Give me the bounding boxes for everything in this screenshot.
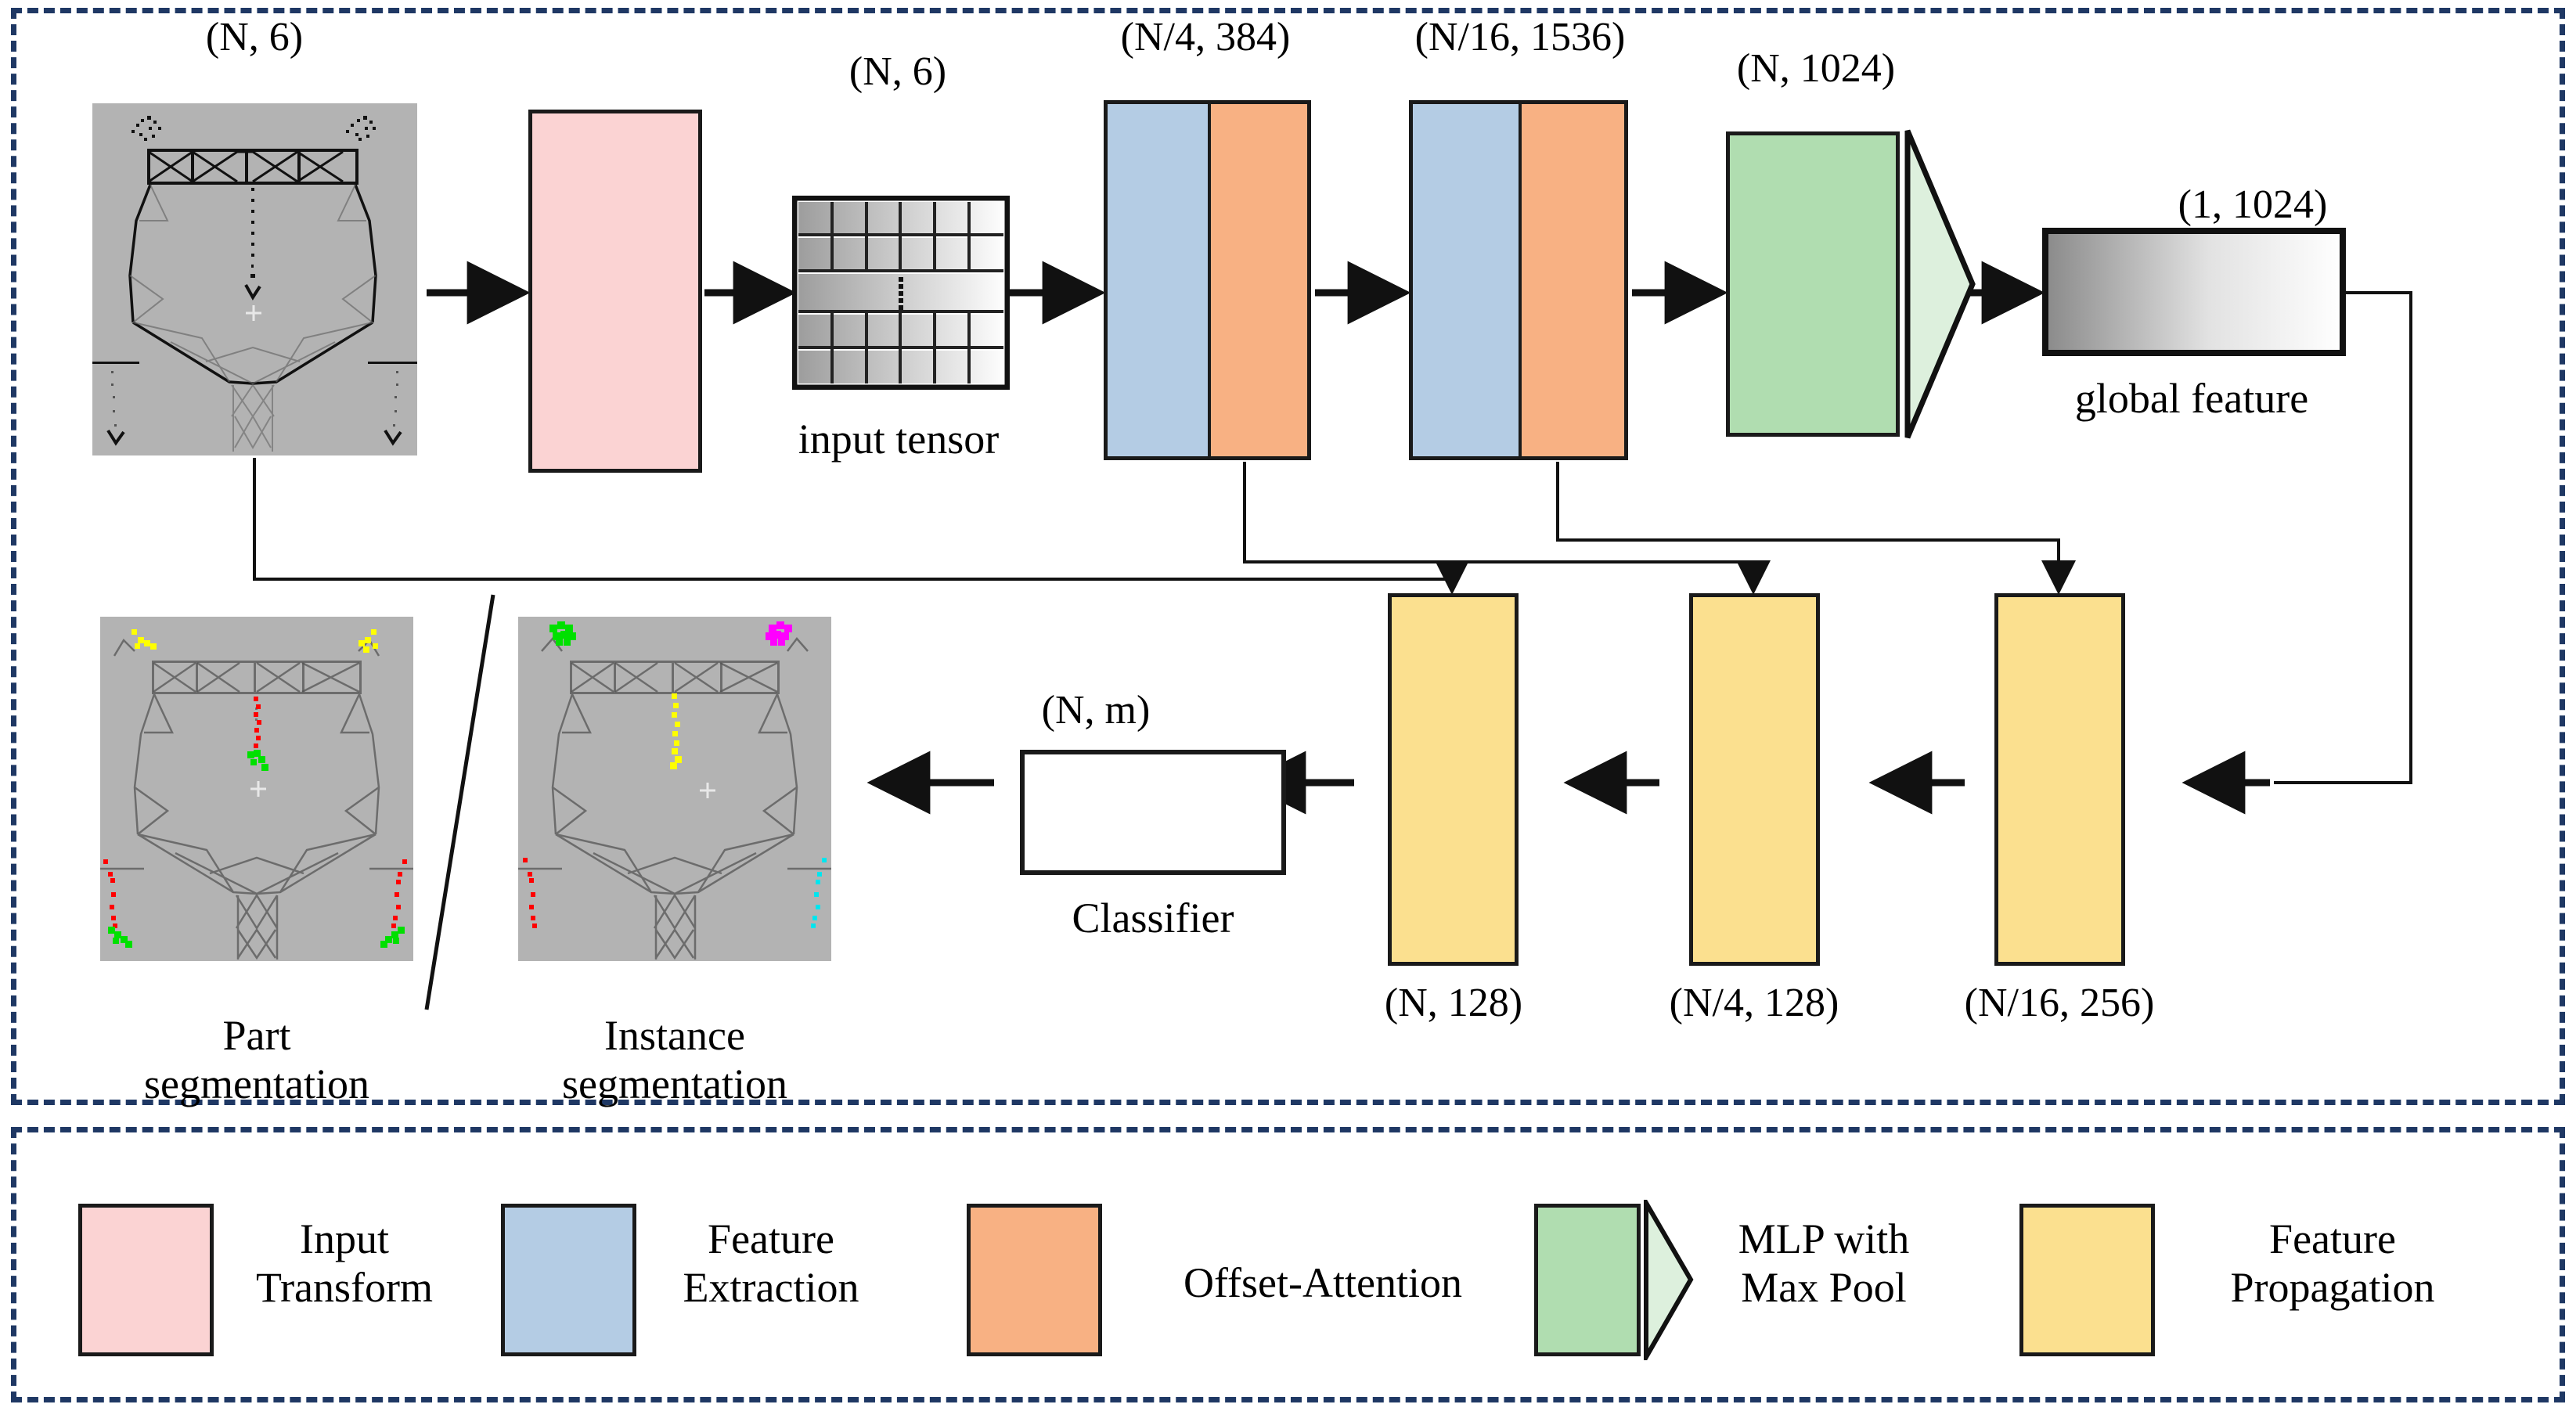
fp2-block[interactable]: [1689, 593, 1820, 966]
vertical-ellipsis-icon: [899, 277, 903, 310]
input-point-cloud: [92, 103, 417, 455]
legend-fp-line2: Propagation: [2230, 1264, 2435, 1312]
classifier-block[interactable]: [1020, 750, 1286, 875]
input-transform-block[interactable]: [528, 110, 702, 473]
mlp-block[interactable]: [1726, 131, 1900, 437]
input-tensor-caption: input tensor: [798, 416, 1000, 463]
classifier-caption: Classifier: [1072, 895, 1234, 942]
main-architecture-frame: [11, 8, 2565, 1105]
legend-swatch-input-transform: [78, 1204, 214, 1356]
legend-input-transform-line2: Transform: [255, 1264, 434, 1312]
classifier-shape-label: (N, m): [1041, 688, 1151, 733]
input-tensor-shape-label: (N, 6): [848, 49, 947, 94]
instance-seg-line1: Instance: [604, 1012, 745, 1059]
part-color-yellow: [132, 629, 378, 653]
legend-offset-attention-line1: Offset-Attention: [1184, 1259, 1462, 1306]
fp3-block[interactable]: [1994, 593, 2125, 966]
global-feature-caption: global feature: [2074, 375, 2309, 422]
sa1-block[interactable]: [1104, 100, 1311, 460]
sa1-offset-attention[interactable]: [1207, 104, 1307, 456]
fp1-shape-label: (N, 128): [1384, 981, 1523, 1025]
legend-label-mlp-maxpool: MLP with Max Pool: [1738, 1215, 1910, 1312]
fp3-shape-label: (N/16, 256): [1964, 981, 2155, 1025]
instance-color-magenta: [766, 621, 792, 646]
legend-feature-extraction-line1: Feature: [708, 1215, 834, 1262]
instance-seg-line2: segmentation: [562, 1060, 787, 1108]
part-color-green: [108, 750, 405, 948]
legend-max-pool-triangle-icon: [1644, 1200, 1694, 1360]
legend-label-offset-attention: Offset-Attention: [1184, 1258, 1462, 1307]
legend-swatch-mlp-maxpool: [1534, 1204, 1641, 1356]
part-seg-line1: Part: [222, 1012, 291, 1059]
instance-color-yellow: [670, 693, 682, 769]
instance-color-cyan: [811, 858, 827, 928]
sa1-shape-label: (N/4, 384): [1120, 15, 1291, 59]
legend-mlp-line2: Max Pool: [1741, 1264, 1907, 1312]
sa2-block[interactable]: [1409, 100, 1628, 460]
mlp-shape-label: (N, 1024): [1736, 46, 1896, 91]
part-segmentation-caption: Part segmentation: [144, 1011, 369, 1108]
legend-input-transform-line1: Input: [300, 1215, 389, 1262]
part-seg-points: [100, 629, 413, 960]
legend-label-feature-propagation: Feature Propagation: [2231, 1215, 2435, 1312]
legend-swatch-feature-propagation: [2019, 1204, 2155, 1356]
instance-color-green: [549, 621, 576, 646]
fp1-block[interactable]: [1388, 593, 1519, 966]
legend-feature-extraction-line2: Extraction: [683, 1264, 859, 1312]
input-tower-points: [92, 116, 417, 452]
legend-mlp-line1: MLP with: [1738, 1215, 1910, 1262]
part-seg-line2: segmentation: [144, 1060, 369, 1108]
sa2-feature-extraction[interactable]: [1413, 104, 1519, 456]
sa1-feature-extraction[interactable]: [1108, 104, 1208, 456]
part-color-red: [103, 697, 407, 928]
instance-color-red: [523, 858, 537, 928]
global-feature-shape-label: (1, 1024): [2178, 182, 2328, 227]
part-segmentation-image: [100, 617, 413, 961]
sa2-offset-attention[interactable]: [1519, 104, 1624, 456]
legend-label-feature-extraction: Feature Extraction: [683, 1215, 859, 1312]
instance-segmentation-image: [518, 617, 831, 961]
max-pool-triangle-icon: [1904, 129, 1976, 439]
global-feature-bar[interactable]: [2041, 227, 2347, 357]
fp2-shape-label: (N/4, 128): [1669, 981, 1839, 1025]
sa2-shape-label: (N/16, 1536): [1414, 15, 1626, 59]
legend-fp-line1: Feature: [2269, 1215, 2396, 1262]
legend-swatch-offset-attention: [967, 1204, 1102, 1356]
legend-label-input-transform: Input Transform: [256, 1215, 433, 1312]
input-shape-label: (N, 6): [205, 15, 304, 59]
legend-frame: [11, 1127, 2565, 1402]
instance-segmentation-caption: Instance segmentation: [562, 1011, 787, 1108]
instance-seg-points: [518, 621, 831, 960]
legend-swatch-feature-extraction: [501, 1204, 636, 1356]
input-tensor-grid: [791, 195, 1011, 391]
